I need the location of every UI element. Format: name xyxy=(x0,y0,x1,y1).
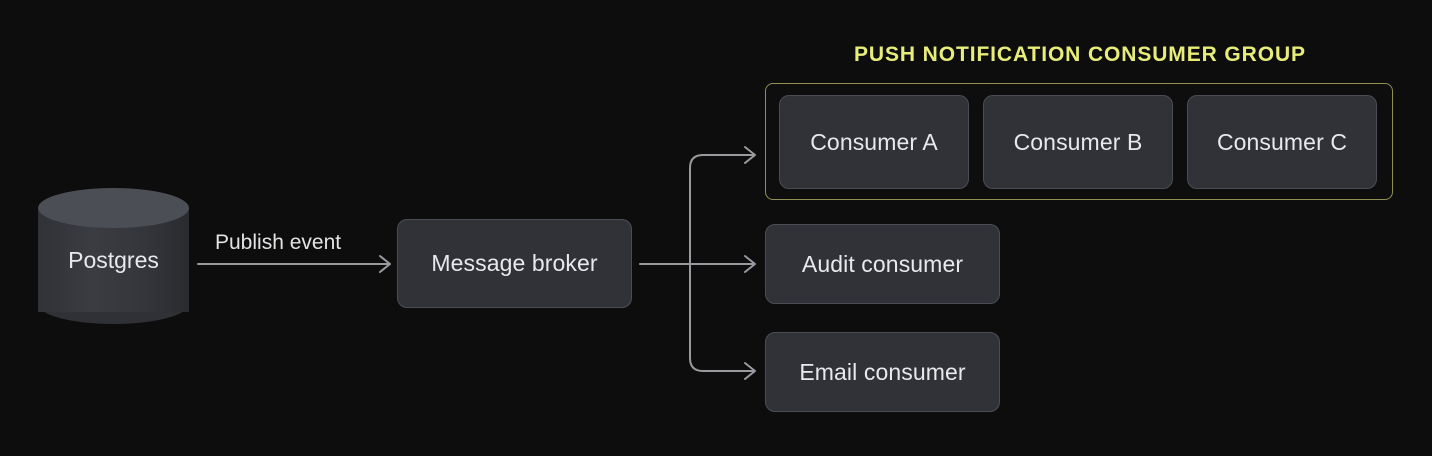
audit-consumer-node[interactable]: Audit consumer xyxy=(765,224,1000,304)
message-broker-label: Message broker xyxy=(431,250,598,276)
consumer-c-node[interactable]: Consumer C xyxy=(1187,95,1377,189)
postgres-database-node[interactable]: Postgres xyxy=(38,188,189,332)
cylinder-top-ellipse xyxy=(38,188,189,228)
postgres-label: Postgres xyxy=(68,246,159,273)
consumer-b-label: Consumer B xyxy=(1013,128,1143,155)
edge-broker-to-consumer-group xyxy=(689,146,756,265)
publish-event-edge-label: Publish event xyxy=(215,231,342,254)
edge-postgres-to-broker xyxy=(197,255,391,273)
consumer-a-node[interactable]: Consumer A xyxy=(779,95,969,189)
edge-broker-to-email-consumer xyxy=(689,263,756,380)
email-consumer-node[interactable]: Email consumer xyxy=(765,332,1000,412)
message-broker-node[interactable]: Message broker xyxy=(397,219,632,308)
consumer-group-title: PUSH NOTIFICATION CONSUMER GROUP xyxy=(854,43,1306,66)
edge-broker-to-audit-consumer xyxy=(689,255,756,273)
email-consumer-label: Email consumer xyxy=(799,358,966,385)
consumer-c-label: Consumer C xyxy=(1216,128,1348,155)
audit-consumer-label: Audit consumer xyxy=(801,250,964,277)
consumer-a-label: Consumer A xyxy=(810,128,938,155)
consumer-b-node[interactable]: Consumer B xyxy=(983,95,1173,189)
